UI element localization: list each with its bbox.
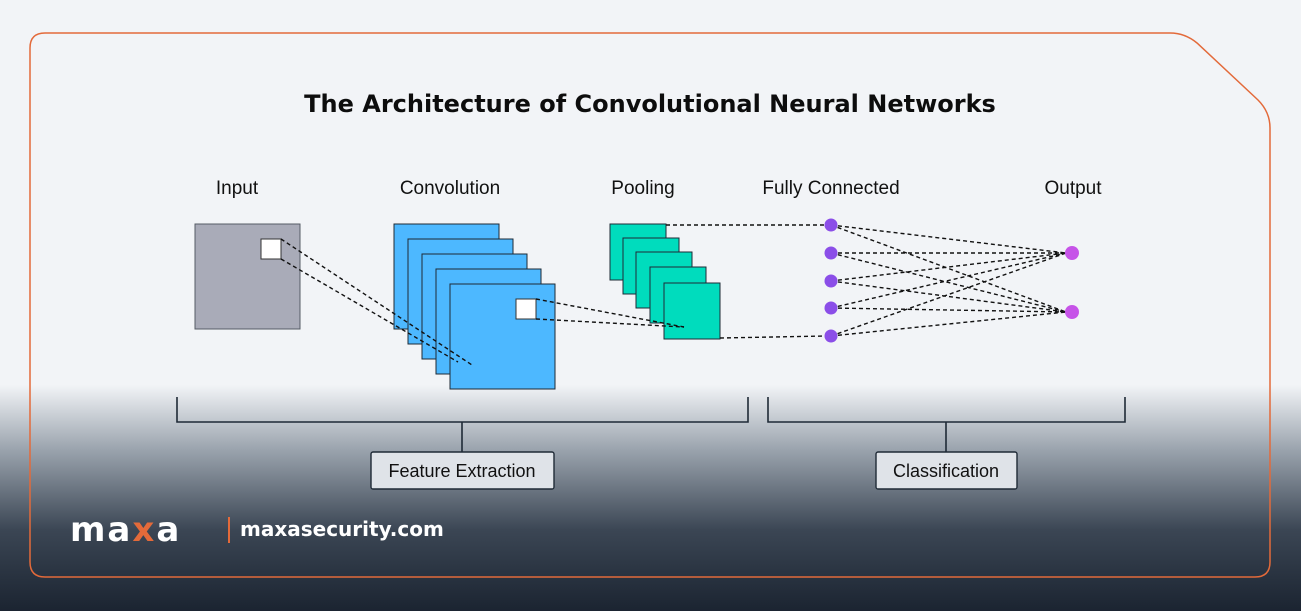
fc-node-4	[824, 301, 838, 315]
label-pooling: Pooling	[611, 178, 674, 199]
input-kernel-window	[260, 238, 282, 260]
output-node-2	[1065, 305, 1079, 319]
dash-pool-fc-bottom	[719, 335, 827, 339]
diagram-title: The Architecture of Convolutional Neural…	[304, 90, 996, 118]
conv-feature-map-5	[449, 283, 556, 390]
feature-extraction-box	[370, 451, 555, 490]
fc-node-5	[824, 329, 838, 343]
label-output: Output	[1044, 178, 1102, 199]
feature-extraction-bracket	[176, 397, 749, 452]
label-fully-connected: Fully Connected	[762, 178, 899, 199]
dash-input-conv-bottom	[280, 258, 459, 363]
outer-frame	[29, 32, 1271, 578]
feature-extraction-label: Feature Extraction	[388, 461, 535, 481]
input-image	[194, 223, 301, 330]
label-convolution: Convolution	[400, 178, 500, 199]
pool-map-5	[663, 282, 721, 340]
classification-box	[875, 451, 1018, 490]
svg-text:maxa: maxa	[70, 510, 181, 550]
website-link[interactable]: maxasecurity.com	[240, 517, 444, 541]
dash-input-conv-top	[280, 238, 473, 366]
fc-node-3	[824, 274, 838, 288]
label-input: Input	[216, 178, 259, 199]
fc-output-connections	[830, 224, 1067, 337]
fc-node-2	[824, 246, 838, 260]
maxa-logo: maxa	[70, 510, 181, 550]
classification-label: Classification	[893, 461, 999, 481]
fc-node-1	[824, 218, 838, 232]
classification-bracket	[767, 397, 1126, 452]
conv-kernel-window	[515, 298, 537, 320]
dash-conv-pool-bottom	[535, 318, 685, 328]
output-node-1	[1065, 246, 1079, 260]
